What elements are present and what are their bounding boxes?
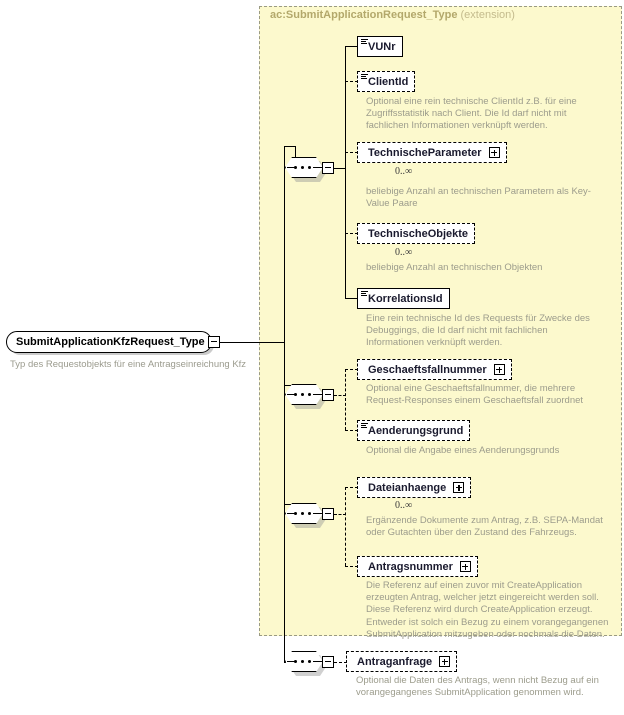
occurrence-technischeparameter: 0..∞	[395, 166, 413, 177]
sequence-compositor-2[interactable]	[285, 384, 327, 409]
connector-to-vunr	[345, 46, 358, 48]
connector-group1-bus-stub	[334, 167, 346, 169]
element-label: KorrelationsId	[368, 292, 443, 305]
element-technischeparameter[interactable]: TechnischeParameter	[357, 142, 510, 166]
occurrence-dateianhaenge: 0..∞	[395, 500, 413, 511]
expand-geschaeftsfallnummer-icon[interactable]	[493, 364, 505, 375]
connector-root-trunk	[220, 341, 285, 343]
connector-to-geschaeftsfallnummer	[345, 369, 358, 370]
connector-group3-stub	[284, 504, 296, 506]
connector-to-aenderungsgrund	[345, 430, 358, 431]
connector-to-clientid	[345, 81, 358, 82]
expand-dateianhaenge-icon[interactable]	[453, 482, 465, 493]
expand-antraganfrage-icon[interactable]	[439, 656, 451, 667]
element-label: VUNr	[368, 40, 396, 53]
connector-to-antragsnummer	[345, 566, 358, 567]
element-documentation-aenderungsgrund: Optional die Angabe eines Aenderungsgrun…	[366, 445, 560, 456]
element-label: TechnischeObjekte	[368, 227, 469, 240]
sequence-2-collapse-toggle[interactable]	[322, 388, 334, 401]
element-documentation-antragsnummer: Die Referenz auf einen zuvor mit CreateA…	[366, 580, 609, 640]
root-collapse-toggle[interactable]	[208, 336, 220, 348]
element-label: Antraganfrage	[357, 655, 433, 668]
connector-to-dateianhaenge	[345, 487, 358, 488]
connector-group2-stub	[284, 385, 296, 387]
connector-to-korrelationsid	[345, 298, 358, 300]
element-label: Aenderungsgrund	[368, 424, 464, 437]
extension-kind-label: (extension)	[460, 9, 515, 21]
connector-to-technischeparameter	[345, 152, 358, 153]
occurrence-technischeobjekte: 0..∞	[395, 247, 413, 258]
element-aenderungsgrund[interactable]: Aenderungsgrund	[357, 420, 474, 444]
element-technischeobjekte[interactable]: TechnischeObjekte	[357, 223, 479, 247]
simple-type-icon	[361, 74, 368, 80]
sequence-compositor-3[interactable]	[285, 503, 327, 528]
element-label: Geschaeftsfallnummer	[368, 363, 487, 376]
element-documentation-technischeparameter: beliebige Anzahl an technischen Paramete…	[366, 186, 591, 210]
element-clientid[interactable]: ClientId	[357, 71, 419, 95]
element-documentation-korrelationsid: Eine rein technische Id des Requests für…	[366, 313, 590, 349]
element-documentation-antraganfrage: Optional die Daten des Antrags, wenn nic…	[356, 675, 599, 699]
element-vunr[interactable]: VUNr	[357, 36, 406, 60]
sequence-compositor-1[interactable]	[285, 157, 327, 182]
element-dateianhaenge[interactable]: Dateianhaenge	[357, 477, 475, 501]
connector-to-technischeobjekte	[345, 233, 358, 234]
element-documentation-clientid: Optional eine rein technische ClientId z…	[366, 96, 577, 132]
element-geschaeftsfallnummer[interactable]: Geschaeftsfallnummer	[357, 359, 515, 383]
connector-group2-bus-stub	[334, 394, 346, 396]
element-antragsnummer[interactable]: Antragsnummer	[357, 556, 481, 580]
simple-type-icon	[361, 423, 368, 429]
expand-antragsnummer-icon[interactable]	[459, 561, 471, 572]
element-documentation-dateianhaenge: Ergänzende Dokumente zum Antrag, z.B. SE…	[366, 515, 603, 539]
element-label: ClientId	[368, 75, 409, 88]
connector-group1-bus	[345, 46, 347, 298]
connector-group1-stub	[284, 146, 296, 148]
element-documentation-geschaeftsfallnummer: Optional eine Geschaeftsfallnummer, die …	[366, 383, 584, 407]
connector-main-spine	[284, 146, 286, 662]
sequence-4-collapse-toggle[interactable]	[322, 655, 334, 668]
root-documentation: Typ des Requestobjekts für eine Antragse…	[10, 359, 247, 370]
sequence-compositor-4[interactable]	[285, 651, 327, 676]
root-type-node[interactable]: SubmitApplicationKfzRequest_Type	[6, 331, 212, 353]
element-label: Antragsnummer	[368, 560, 453, 573]
simple-type-icon	[361, 291, 368, 297]
element-label: Dateianhaenge	[368, 481, 447, 494]
simple-type-icon	[361, 39, 368, 45]
connector-group3-bus-stub	[334, 513, 346, 515]
extension-container	[259, 6, 622, 636]
connector-to-antraganfrage	[334, 661, 347, 663]
element-korrelationsid[interactable]: KorrelationsId	[357, 288, 453, 312]
connector-group3-bus	[345, 487, 346, 566]
element-antraganfrage[interactable]: Antraganfrage	[346, 651, 461, 675]
element-label: TechnischeParameter	[368, 146, 482, 159]
sequence-1-collapse-toggle[interactable]	[322, 161, 334, 174]
sequence-3-collapse-toggle[interactable]	[322, 507, 334, 520]
connector-group2-bus	[345, 369, 346, 430]
element-documentation-technischeobjekte: beliebige Anzahl an technischen Objekten	[366, 262, 543, 273]
extension-type-name: ac:SubmitApplicationRequest_Type	[270, 9, 458, 21]
expand-technischeparameter-icon[interactable]	[488, 147, 500, 158]
extension-title: ac:SubmitApplicationRequest_Type (extens…	[270, 9, 515, 21]
root-type-label: SubmitApplicationKfzRequest_Type	[16, 336, 205, 348]
